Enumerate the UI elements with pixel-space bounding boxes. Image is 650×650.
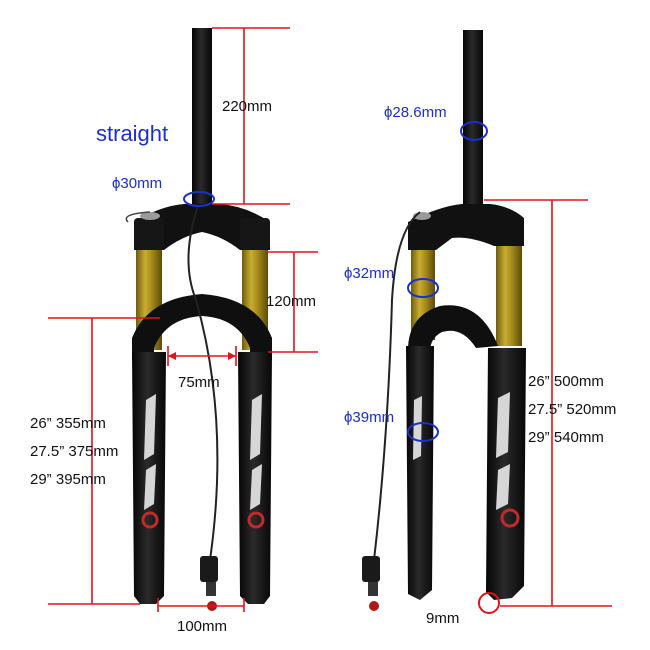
right-steerer-diameter-marker: [460, 121, 488, 141]
left-remote-cable-2: [125, 211, 151, 223]
right-remote-cable: [373, 211, 421, 561]
valve-cap-icon: [140, 212, 160, 220]
right-stanchion-rear: [496, 236, 522, 346]
length-29-label: 29” 540mm: [528, 429, 604, 446]
left-leg-emblem-left: [141, 511, 159, 529]
left-leg-decal-right: [250, 394, 262, 510]
right-steerer-tube: [463, 30, 483, 208]
steerer-diameter-label: ϕ30mm: [112, 175, 163, 192]
steerer-length-label: 220mm: [222, 98, 273, 115]
left-steerer-diameter-marker: [183, 191, 215, 207]
left-leg-emblem-right: [247, 511, 265, 529]
right-leg-emblem: [500, 508, 520, 528]
right-crown: [408, 204, 524, 250]
length-27-label: 27.5” 520mm: [528, 401, 617, 418]
right-arch: [408, 305, 498, 352]
style-label: straight: [96, 121, 169, 146]
axle-width-label: 100mm: [177, 618, 228, 635]
right-fork: [362, 30, 526, 614]
left-fork: [125, 28, 272, 611]
right-lower-diameter-marker: [407, 422, 439, 442]
remote-lockout-icon: [200, 556, 218, 611]
right-stanchion-diameter-marker: [407, 278, 439, 298]
dimension-arrows: [168, 352, 236, 360]
axle-slot-label: 9mm: [426, 610, 460, 627]
left-crown: [134, 204, 270, 250]
steerer-top-diameter-label: ϕ28.6mm: [384, 104, 447, 121]
left-crown-cap-right: [240, 218, 270, 250]
height-29-label: 29” 395mm: [30, 471, 106, 488]
dimension-lines: [48, 27, 612, 612]
stanchion-exposed-label: 120mm: [266, 293, 317, 310]
left-arch: [132, 294, 272, 360]
left-crown-cap-left: [134, 218, 164, 250]
right-lower-leg-front: [406, 346, 434, 600]
left-steerer-tube: [192, 28, 212, 206]
crown-spacing-label: 75mm: [178, 374, 220, 391]
right-axle-slot-marker: [478, 592, 500, 614]
length-26-label: 26” 500mm: [528, 373, 604, 390]
height-26-label: 26” 355mm: [30, 415, 106, 432]
right-remote-lockout-icon: [362, 556, 380, 611]
stanchion-diameter-label: ϕ32mm: [344, 265, 395, 282]
left-remote-cable: [187, 205, 219, 561]
height-27-label: 27.5” 375mm: [30, 443, 119, 460]
lower-diameter-label: ϕ39mm: [344, 409, 395, 426]
right-leg-decal: [413, 392, 510, 510]
left-leg-decal-left: [144, 394, 156, 510]
